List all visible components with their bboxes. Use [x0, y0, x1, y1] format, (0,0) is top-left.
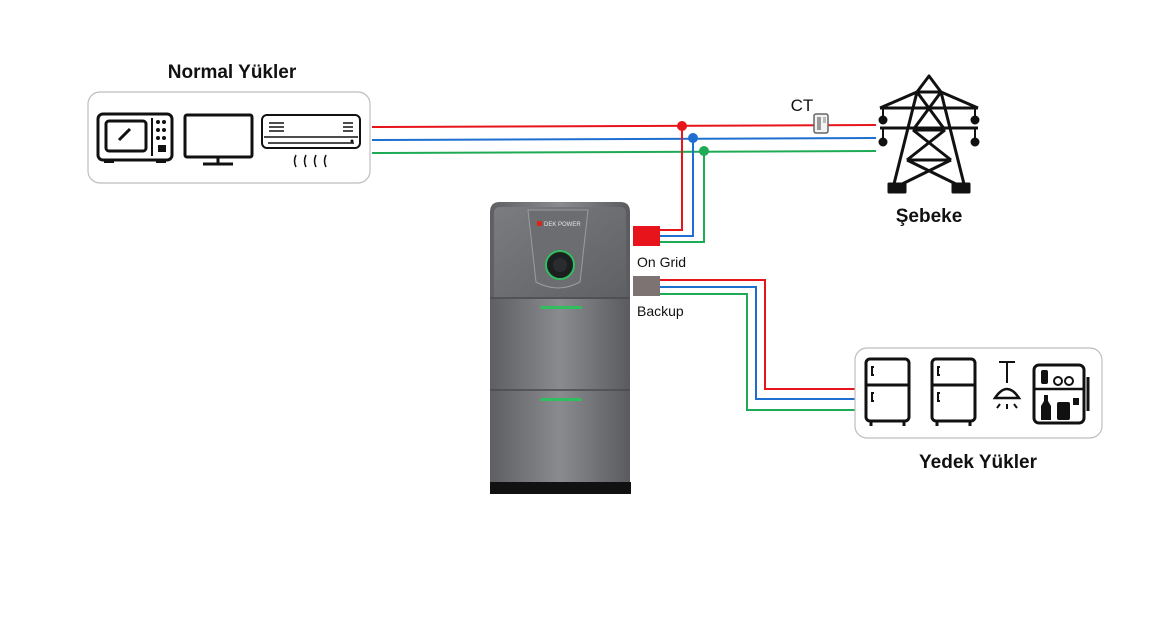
air-conditioner-icon: [261, 114, 361, 168]
junction-pe: [699, 146, 709, 156]
grid-title: Şebeke: [896, 206, 963, 227]
refrigerator-icon: [864, 357, 911, 426]
junction-n: [688, 133, 698, 143]
ct-label: CT: [791, 96, 814, 115]
monitor-icon: [183, 113, 254, 166]
backup-label: Backup: [637, 303, 684, 319]
microwave-icon: [96, 112, 174, 163]
junction-l: [677, 121, 687, 131]
hybrid-inverter-cabinet: [490, 202, 631, 494]
grid-line-pe: [371, 150, 877, 154]
transmission-tower-icon: [878, 74, 980, 194]
grid-line-l: [371, 124, 877, 128]
backup-wire-n: [660, 286, 858, 400]
on-grid-wire-pe: [660, 151, 705, 243]
inverter-status-display: [545, 250, 575, 280]
on-grid-label: On Grid: [637, 254, 686, 270]
grid-line-n: [371, 137, 877, 141]
backup-loads-box: [854, 347, 1103, 439]
ceiling-lamp-icon: [992, 361, 1022, 409]
backup-loads-title: Yedek Yükler: [919, 452, 1038, 473]
backup-wire-pe: [660, 293, 858, 411]
backup-wire-l: [660, 279, 858, 390]
on-grid-port: [633, 226, 660, 246]
brand-logo-text: DEK POWER: [544, 222, 581, 228]
refrigerator-icon: [930, 357, 977, 426]
appliance-icon: [1032, 363, 1090, 425]
normal-loads-title: Normal Yükler: [168, 62, 297, 83]
backup-port: [633, 276, 660, 296]
current-transformer-icon: [813, 113, 829, 134]
on-grid-wire-l: [660, 126, 683, 231]
on-grid-wire-n: [660, 138, 694, 237]
brand-logo: DEK POWER: [537, 221, 581, 228]
